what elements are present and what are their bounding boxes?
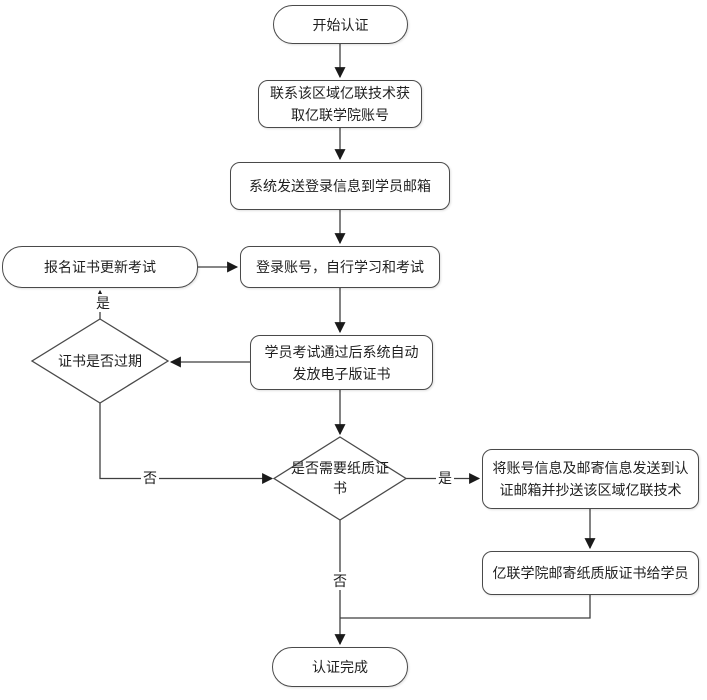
- node-mail-cert-label: 亿联学院邮寄纸质版证书给学员: [492, 565, 689, 581]
- node-need-paper-label: 是否需要纸质证书: [291, 460, 389, 496]
- diamond-cert-expired: [30, 318, 170, 404]
- edge-label-expired-no: 否: [141, 469, 159, 487]
- node-mail-cert: 亿联学院邮寄纸质版证书给学员: [482, 551, 699, 595]
- node-issue-ecert-label: 学员考试通过后系统自动发放电子版证书: [264, 343, 419, 382]
- edge-mail-to-merge: [340, 595, 591, 619]
- node-end-label: 认证完成: [312, 659, 368, 675]
- node-system-email: 系统发送登录信息到学员邮箱: [230, 162, 450, 210]
- node-login-label: 登录账号，自行学习和考试: [256, 259, 424, 275]
- node-issue-ecert: 学员考试通过后系统自动发放电子版证书: [250, 335, 433, 390]
- node-contact-label: 联系该区域亿联技术获取亿联学院账号: [270, 85, 410, 123]
- node-end: 认证完成: [272, 647, 408, 687]
- node-send-info-label: 将账号信息及邮寄信息发送到认证邮箱并抄送该区域亿联技术: [492, 460, 689, 498]
- edge-label-paper-yes: 是: [436, 469, 454, 487]
- node-system-email-label: 系统发送登录信息到学员邮箱: [249, 178, 431, 194]
- edge-expired-no-to-paper: [99, 403, 274, 484]
- edge-label-expired-yes: 是: [94, 294, 112, 312]
- edge-label-paper-no: 否: [331, 572, 349, 590]
- node-renew-signup-label: 报名证书更新考试: [44, 259, 156, 275]
- node-contact: 联系该区域亿联技术获取亿联学院账号: [258, 80, 422, 128]
- diamond-need-paper: [272, 436, 408, 521]
- node-start: 开始认证: [273, 5, 408, 44]
- node-send-info: 将账号信息及邮寄信息发送到认证邮箱并抄送该区域亿联技术: [482, 449, 699, 509]
- node-renew-signup: 报名证书更新考试: [2, 246, 198, 288]
- node-cert-expired-label: 证书是否过期: [58, 353, 142, 369]
- node-start-label: 开始认证: [312, 16, 369, 33]
- node-login: 登录账号，自行学习和考试: [240, 246, 440, 288]
